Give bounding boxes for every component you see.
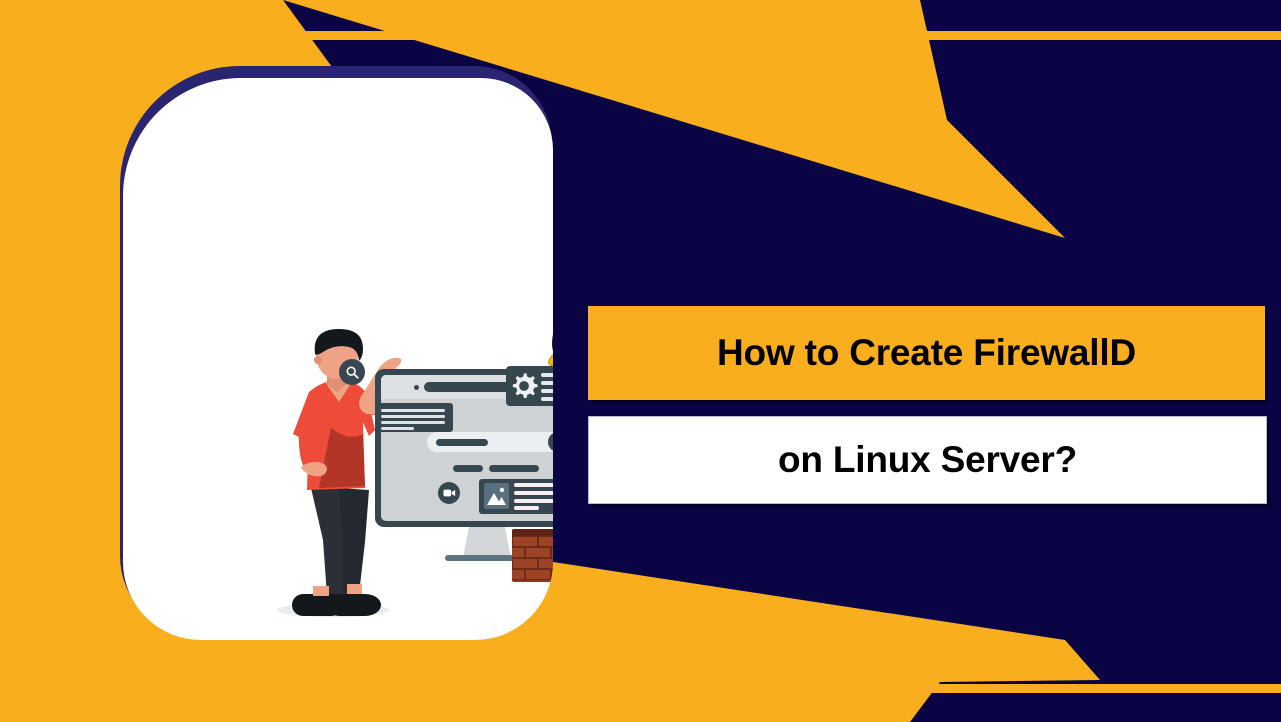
- brick-cap: [512, 529, 553, 536]
- search-glyph: [346, 366, 359, 379]
- media-list-item: [479, 479, 553, 514]
- orange-stripe-bottom: [0, 684, 1281, 693]
- media-line: [514, 499, 553, 503]
- panel-line: [381, 421, 445, 424]
- settings-line: [541, 397, 553, 401]
- screen-search-input[interactable]: [427, 432, 553, 452]
- image-icon: [484, 483, 509, 509]
- settings-line: [541, 381, 553, 385]
- settings-line: [541, 373, 553, 377]
- firewall-brick-wall: [512, 529, 553, 582]
- panel-line: [381, 415, 445, 418]
- browser-address-bar[interactable]: [424, 382, 546, 392]
- title-line-2: on Linux Server?: [777, 439, 1078, 480]
- title-line-1: How to Create FirewallD: [717, 332, 1136, 373]
- video-glyph: [442, 489, 455, 497]
- illustration-canvas: [123, 78, 553, 640]
- search-text-placeholder: [436, 439, 488, 446]
- media-line: [514, 491, 553, 495]
- search-icon: [339, 359, 365, 385]
- title-box-primary: How to Create FirewallD: [588, 306, 1265, 400]
- linux-tux-icon: [548, 334, 553, 367]
- brick-row: [512, 547, 553, 558]
- gear-icon[interactable]: [509, 371, 539, 401]
- media-line: [514, 506, 539, 510]
- panel-line: [381, 409, 445, 412]
- dropdown-panel: [381, 403, 453, 432]
- screen-button-primary[interactable]: [453, 465, 483, 472]
- screen-button-secondary[interactable]: [489, 465, 539, 472]
- orange-stripe-top: [0, 31, 1281, 40]
- settings-line: [541, 389, 553, 393]
- settings-panel: [506, 366, 553, 406]
- monitor-base: [445, 555, 531, 561]
- brick-row: [512, 569, 553, 580]
- illustration-card: [123, 78, 553, 640]
- search-submit-button[interactable]: [548, 432, 553, 452]
- brick-row: [512, 558, 553, 569]
- panel-line: [381, 427, 414, 430]
- media-line: [514, 483, 553, 487]
- title-box-secondary: on Linux Server?: [588, 416, 1267, 504]
- image-glyph: [487, 487, 506, 505]
- brick-row: [512, 536, 553, 547]
- monitor-neck: [463, 527, 511, 558]
- browser-dot: [414, 385, 419, 390]
- video-camera-icon[interactable]: [438, 482, 460, 504]
